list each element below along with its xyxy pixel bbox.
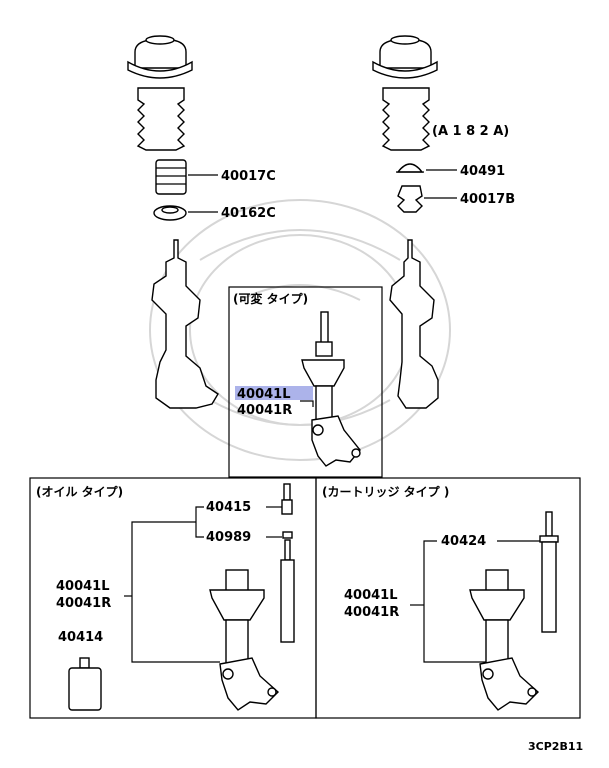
left-strut-body (151, 239, 219, 409)
label-variable-40041l: 40041L (237, 387, 291, 402)
cartridge-leaders (410, 540, 540, 663)
label-oil-40041l: 40041L (56, 579, 110, 594)
oil-bottle-40414 (68, 657, 102, 711)
leader-variable-40041 (300, 400, 314, 407)
oil-type-strut (209, 569, 280, 711)
cartridge-type-strut (469, 569, 540, 711)
right-bump-cap-40491 (396, 163, 424, 173)
label-40414: 40414 (58, 630, 103, 645)
oil-insert-rod (280, 483, 295, 643)
label-40491: 40491 (460, 164, 505, 179)
caption-cartridge-type: (カートリッジ タイプ ) (322, 484, 449, 499)
right-bump-stop-40017b (397, 185, 423, 213)
label-oil-40041r: 40041R (56, 596, 111, 611)
right-upper-mount (372, 35, 438, 79)
left-spring-seat-40017c (155, 159, 187, 195)
label-cart-40041l: 40041L (344, 588, 398, 603)
diagram-code: 3CP2B11 (528, 740, 583, 753)
label-40017c: 40017C (221, 169, 276, 184)
label-variable-40041r: 40041R (237, 403, 292, 418)
cartridge-insert (539, 511, 559, 633)
highlight-40041l (235, 386, 313, 400)
label-40415: 40415 (206, 500, 251, 515)
label-a182a: (A 1 8 2 A) (432, 124, 509, 139)
label-40989: 40989 (206, 530, 251, 545)
left-bump-boot (136, 87, 186, 151)
left-washer-40162c (153, 205, 187, 221)
label-40017b: 40017B (460, 192, 515, 207)
variable-type-box (228, 286, 383, 478)
right-strut-body (389, 239, 439, 409)
caption-oil-type: (オイル タイプ) (36, 484, 123, 499)
variable-type-strut (301, 311, 361, 467)
left-upper-mount (127, 35, 193, 79)
oil-leaders (124, 506, 282, 663)
cartridge-type-box (315, 477, 581, 719)
label-cart-40041r: 40041R (344, 605, 399, 620)
caption-variable-type: (可変 タイプ) (233, 291, 308, 306)
label-40162c: 40162C (221, 206, 276, 221)
right-bump-boot (381, 87, 431, 151)
label-40424: 40424 (441, 534, 486, 549)
